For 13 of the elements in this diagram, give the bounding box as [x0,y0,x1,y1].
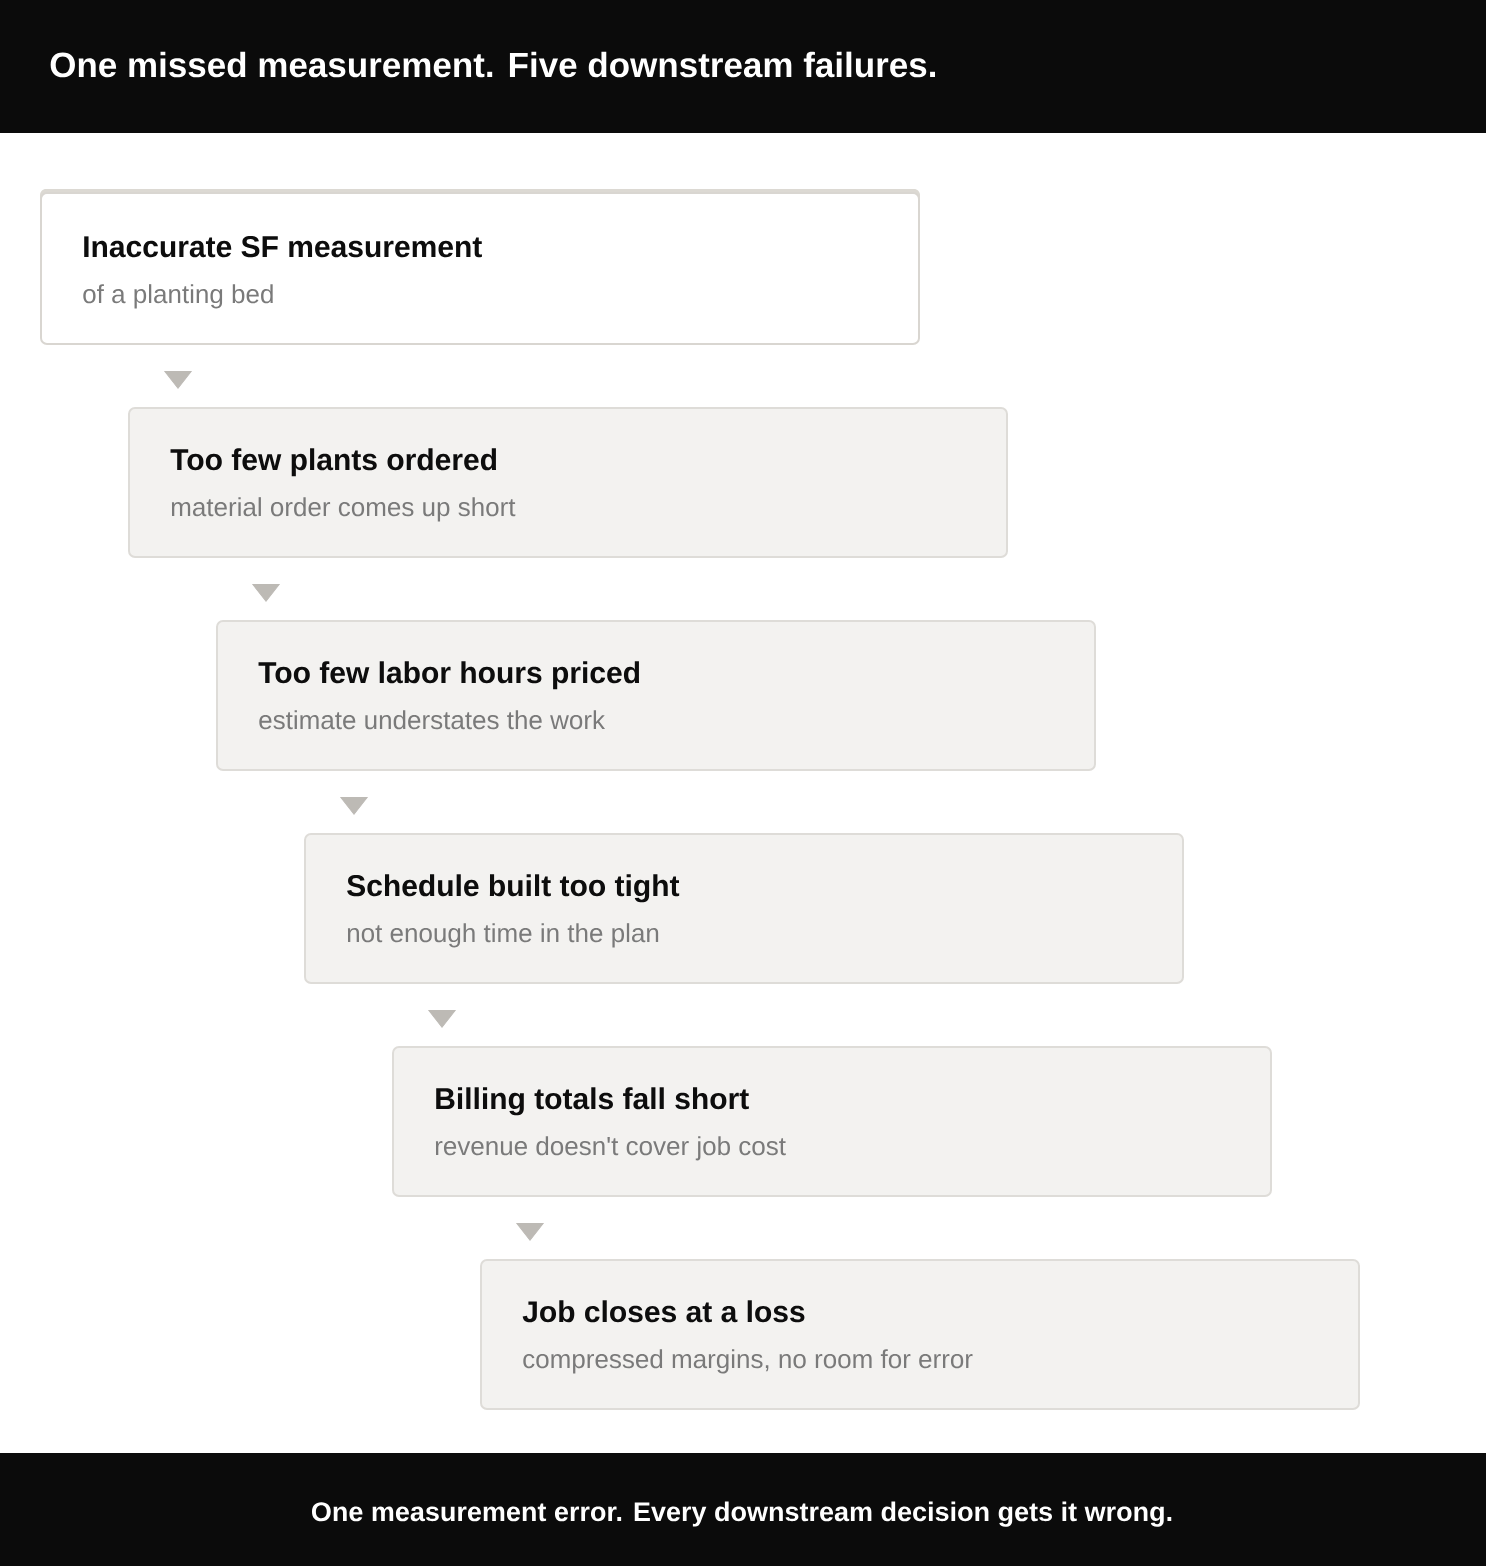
title-bar: One missed measurement. Five downstream failures. [0,0,1486,133]
process-box: Job closes at a loss compressed margins, no room for error [480,1259,1360,1410]
arrow [164,370,192,389]
process-box: Billing totals fall short revenue doesn't cover job cost [392,1046,1272,1197]
process-box: Too few plants ordered material order comes up short [128,407,1008,558]
arrow [516,1222,544,1241]
arrow [252,583,280,602]
process-box: Too few labor hours priced estimate understates the work [216,620,1096,771]
process-box: Schedule built too tight not enough time in the plan [304,833,1184,984]
process-box: Inaccurate SF measurement of a planting bed [40,189,920,345]
arrow [428,1009,456,1028]
arrow [340,796,368,815]
caption-bar: One measurement error. Every downstream decision gets it wrong. [0,1453,1486,1566]
